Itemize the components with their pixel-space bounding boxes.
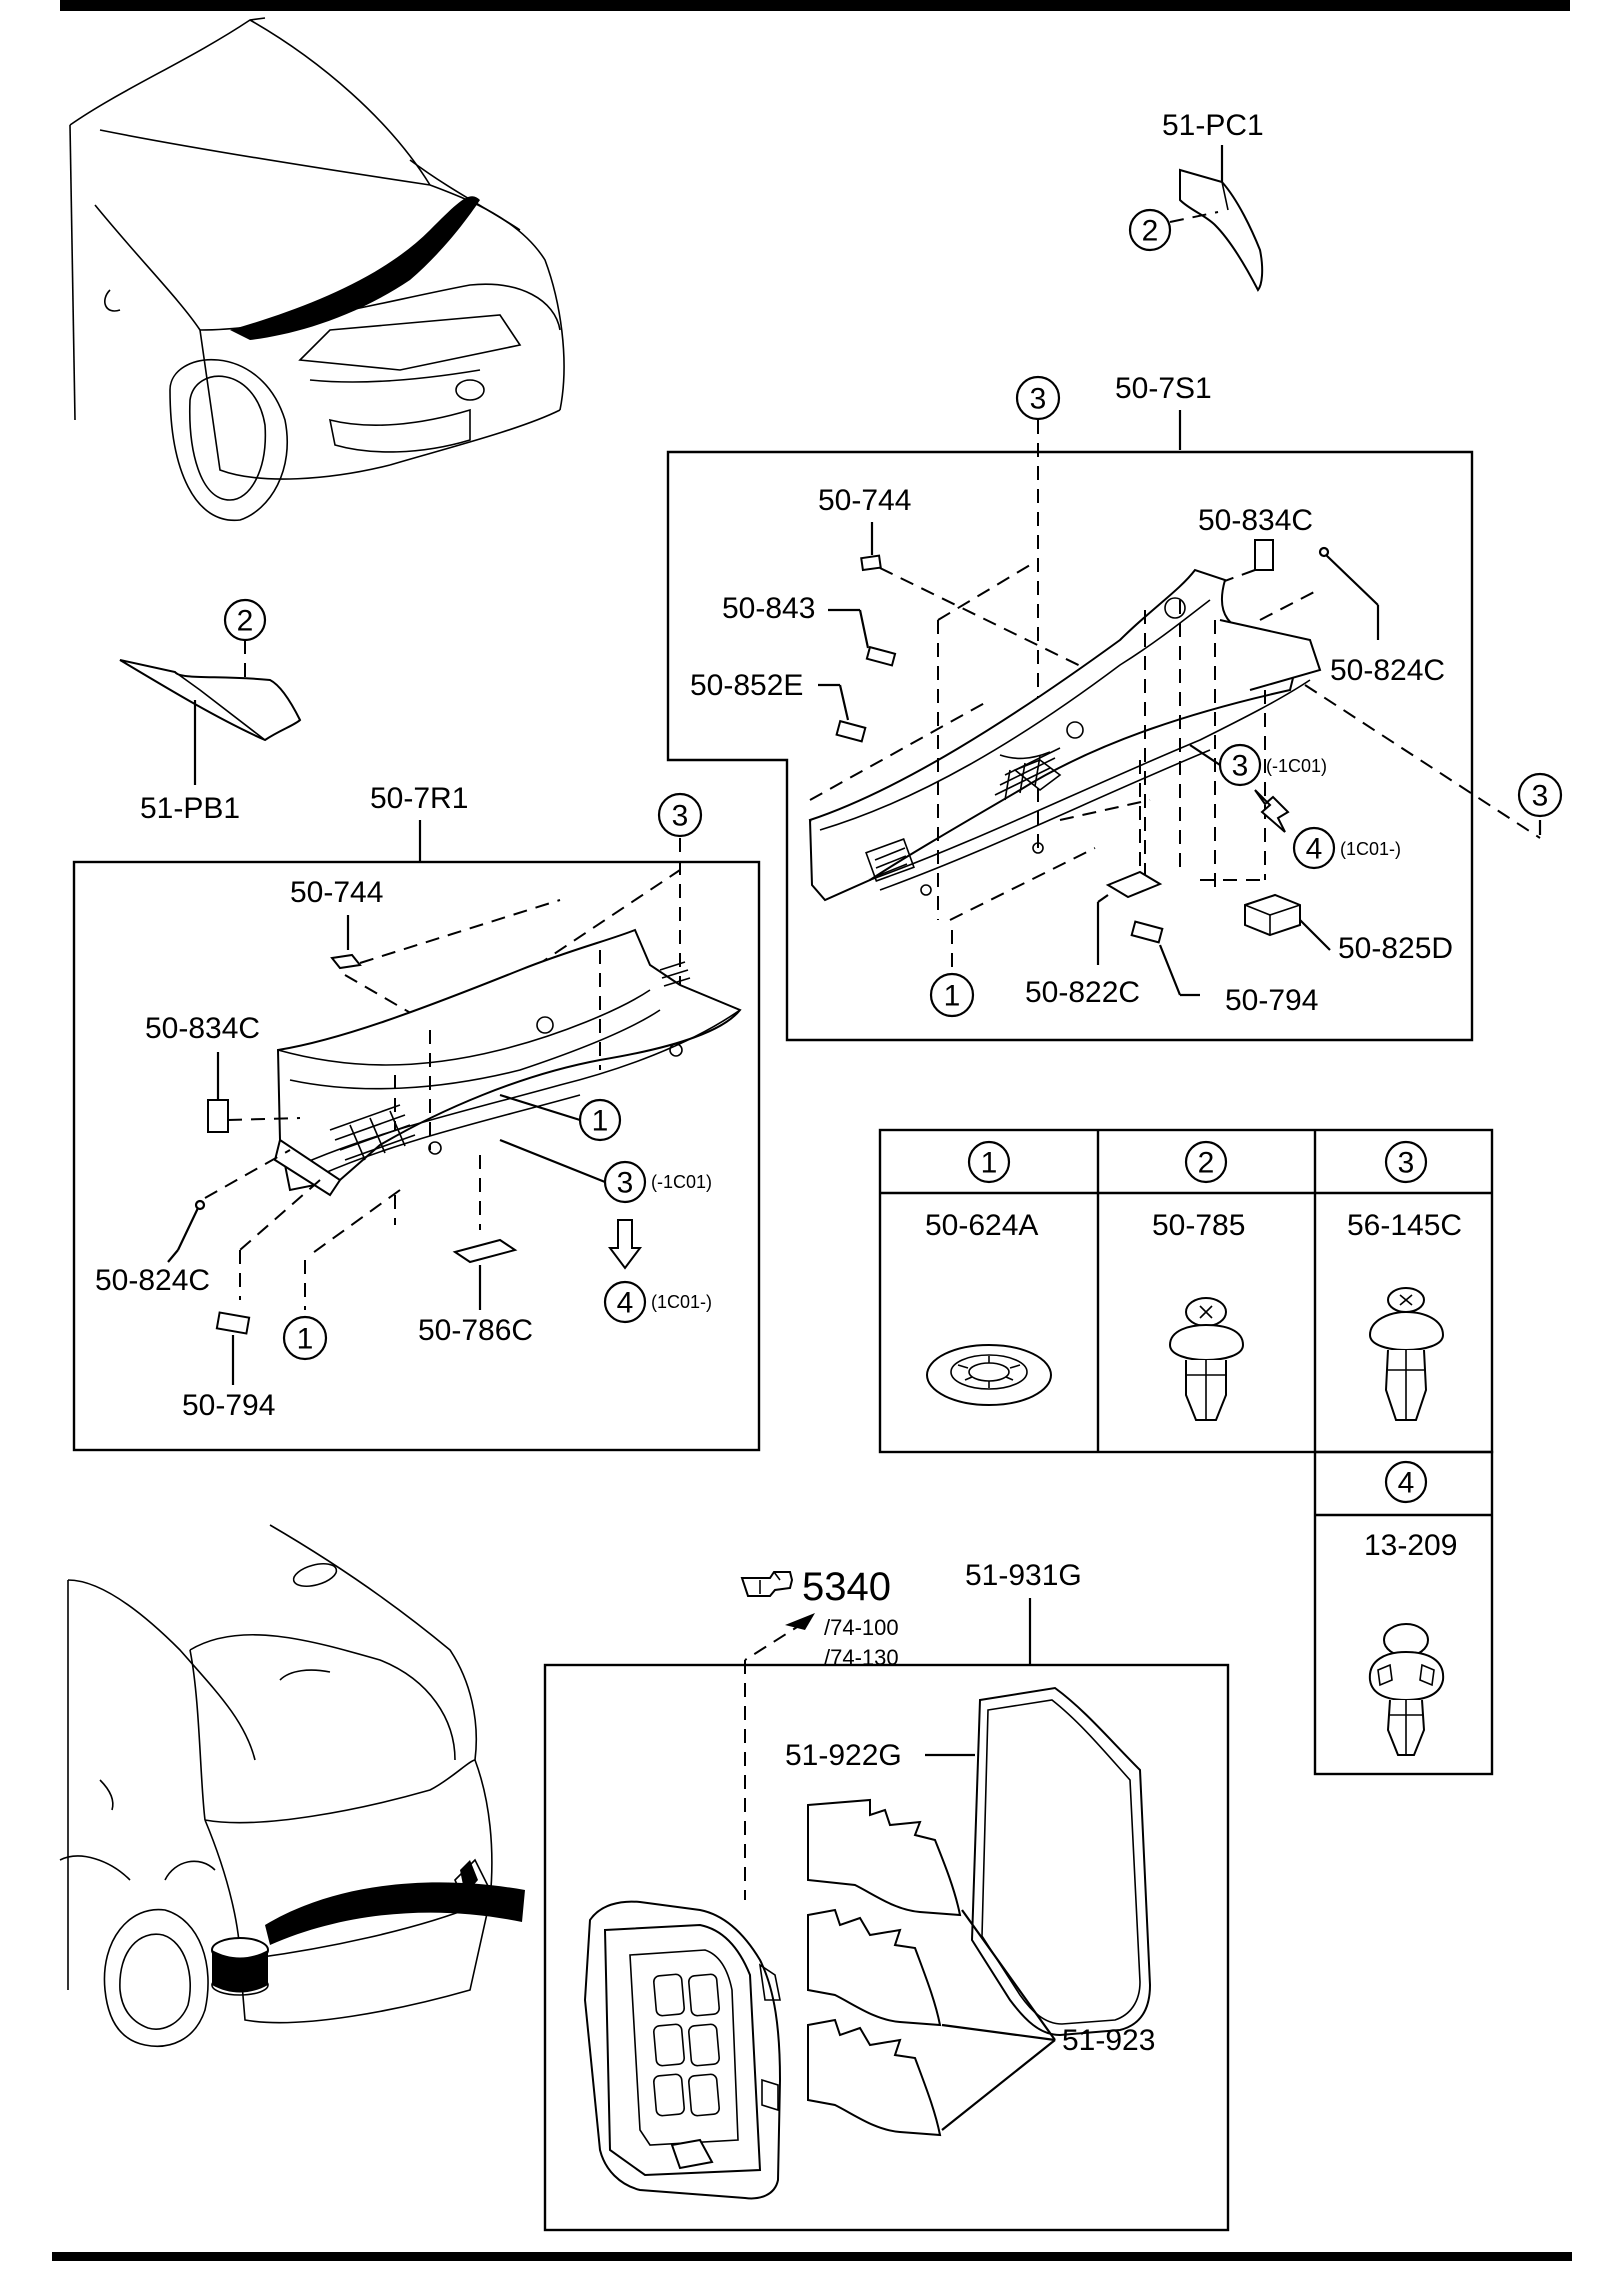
label-50-786c: 50-786C — [418, 1314, 533, 1347]
svg-text:2: 2 — [237, 605, 254, 638]
rear-car-illustration — [59, 1524, 525, 2047]
note-upto-1c01: (-1C01) — [1266, 756, 1327, 776]
legend-cell-3: 3 56-145C — [1347, 1140, 1462, 1421]
svg-text:3: 3 — [1532, 780, 1549, 813]
callout-circle-4: 4 — [603, 1280, 647, 1324]
legend-part-3: 56-145C — [1347, 1209, 1462, 1242]
legend-cell-4: 4 13-209 — [1364, 1460, 1457, 1756]
pointer-band — [265, 1882, 525, 1945]
assembly-50-7r1: 50-7R1 3 50-744 — [72, 782, 761, 1452]
ref-page: 5340 — [802, 1565, 891, 1609]
label-50-794-top: 50-794 — [1225, 984, 1318, 1017]
fuel-lid-highlight — [211, 1937, 269, 1996]
note-from-1c01: (1C01-) — [1340, 839, 1401, 859]
label-50-824c-top: 50-824C — [1330, 654, 1445, 687]
part-51-pb1-group: 2 51-PB1 — [119, 598, 302, 825]
callout-circle-1: 1 — [929, 972, 975, 1018]
svg-text:4: 4 — [1398, 1467, 1415, 1500]
svg-text:3: 3 — [1030, 383, 1047, 416]
svg-text:2: 2 — [1142, 215, 1159, 248]
pointing-hand-icon — [740, 1571, 794, 1597]
arrow-icon — [1254, 789, 1290, 833]
svg-text:1: 1 — [944, 980, 961, 1013]
fastener-legend-table: 1 50-624A 2 50-785 — [878, 1128, 1494, 1776]
callout-circle-3: 3 — [1015, 375, 1061, 421]
label-51-pb1: 51-PB1 — [140, 792, 240, 825]
front-car-illustration — [69, 17, 565, 521]
callout-circle-3: 3 — [603, 1160, 647, 1204]
callout-circle-3: 3 — [657, 792, 703, 838]
callout-circle-2: 2 — [223, 598, 267, 642]
svg-text:3: 3 — [672, 800, 689, 833]
callout-circle-4: 4 — [1292, 826, 1336, 870]
assembly-50-7s1: 50-7S1 3 50-744 50-834C 50-843 50-852E 5… — [666, 372, 1563, 1042]
callout-circle-2: 2 — [1128, 208, 1172, 252]
callout-circle-1: 1 — [282, 1315, 328, 1361]
tape-pieces — [807, 1798, 962, 2137]
top-border — [60, 0, 1570, 11]
highlighted-cowl — [230, 196, 480, 340]
ref-sub1: /74-100 — [824, 1615, 899, 1640]
part-51-pc1-group: 51-PC1 2 — [1128, 109, 1264, 292]
label-50-834c-left: 50-834C — [145, 1012, 260, 1045]
label-50-744-left: 50-744 — [290, 876, 383, 909]
svg-text:3: 3 — [1398, 1147, 1415, 1180]
label-50-852e: 50-852E — [690, 669, 803, 702]
label-50-824c-left: 50-824C — [95, 1264, 210, 1297]
svg-text:4: 4 — [617, 1287, 634, 1320]
svg-text:3: 3 — [1232, 750, 1249, 783]
ref-sub2: /74-130 — [824, 1645, 899, 1670]
label-50-794-left: 50-794 — [182, 1389, 275, 1422]
label-50-7s1: 50-7S1 — [1115, 372, 1212, 405]
note-upto-1c01-left: (-1C01) — [651, 1172, 712, 1192]
callout-circle-3: 3 — [1218, 743, 1262, 787]
legend-part-2: 50-785 — [1152, 1209, 1245, 1242]
svg-text:4: 4 — [1306, 833, 1323, 866]
fuel-lid-housing — [583, 1900, 782, 2200]
arrow-icon — [608, 1219, 642, 1270]
label-50-843: 50-843 — [722, 592, 815, 625]
legend-cell-2: 2 50-785 — [1152, 1140, 1245, 1421]
legend-part-1: 50-624A — [925, 1209, 1038, 1242]
assembly-fuel-lid: 5340 /74-100 /74-130 51-931G 51-922G 51-… — [543, 1559, 1230, 2232]
bottom-border — [52, 2252, 1572, 2261]
svg-text:2: 2 — [1198, 1147, 1215, 1180]
label-51-pc1: 51-PC1 — [1162, 109, 1264, 142]
cowl-panel-drawing — [808, 568, 1322, 902]
label-50-744-top: 50-744 — [818, 484, 911, 517]
label-51-923: 51-923 — [1062, 2024, 1155, 2057]
cowl-panel-drawing — [273, 928, 742, 1197]
note-from-1c01-left: (1C01-) — [651, 1292, 712, 1312]
svg-text:1: 1 — [592, 1105, 609, 1138]
callout-circle-3: 3 — [1517, 772, 1563, 818]
label-51-922g: 51-922G — [785, 1739, 902, 1772]
label-50-834c-top: 50-834C — [1198, 504, 1313, 537]
label-51-931g: 51-931G — [965, 1559, 1082, 1592]
callout-circle-1: 1 — [578, 1098, 622, 1142]
svg-text:1: 1 — [297, 1323, 314, 1356]
svg-text:3: 3 — [617, 1167, 634, 1200]
label-50-7r1: 50-7R1 — [370, 782, 468, 815]
label-50-822c: 50-822C — [1025, 976, 1140, 1009]
legend-cell-1: 1 50-624A — [925, 1140, 1052, 1406]
legend-part-4: 13-209 — [1364, 1529, 1457, 1562]
label-50-825d: 50-825D — [1338, 932, 1453, 965]
svg-text:1: 1 — [981, 1147, 998, 1180]
